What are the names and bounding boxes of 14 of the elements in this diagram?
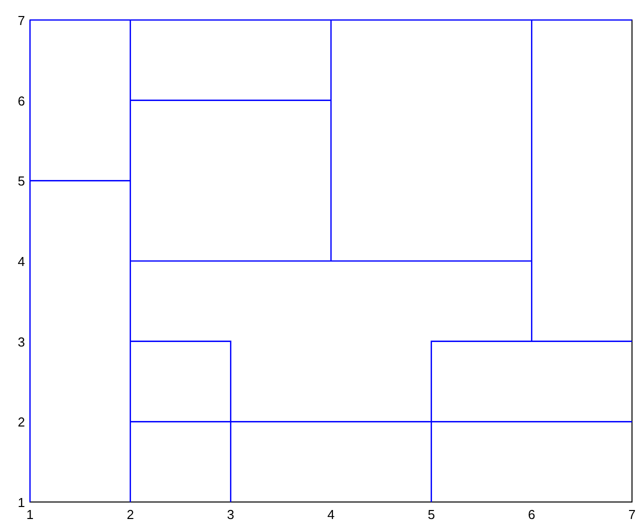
tick-label: 4 [327,507,335,522]
tick-label: 1 [26,507,34,522]
tick-label: 6 [528,507,536,522]
tick-label: 5 [428,507,435,522]
tick-label: 4 [18,254,25,269]
tick-label: 6 [18,93,25,108]
tick-label: 3 [227,507,234,522]
tick-label: 7 [628,507,636,522]
tick-label: 2 [126,507,134,522]
tick-label: 7 [18,13,25,28]
tick-label: 3 [18,334,25,350]
tick-label: 1 [18,495,25,510]
tick-label: 2 [18,414,25,430]
tick-label: 5 [18,174,25,189]
